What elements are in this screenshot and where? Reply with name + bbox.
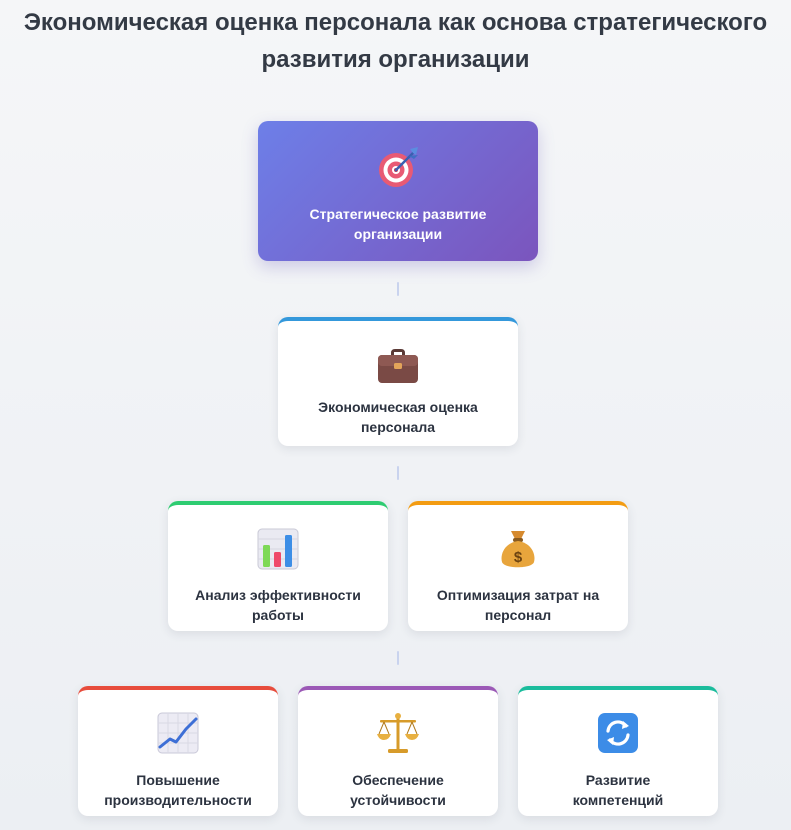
node-label: Повышение производительности bbox=[104, 772, 252, 808]
node-label: Стратегическое развитие организации bbox=[309, 206, 487, 242]
node-productivity: Повышение производительности bbox=[78, 686, 278, 816]
node-economic-evaluation: Экономическая оценка персонала bbox=[278, 317, 518, 446]
bar-chart-icon bbox=[254, 525, 302, 573]
target-icon bbox=[374, 143, 422, 191]
node-label: Обеспечение устойчивости bbox=[350, 772, 446, 808]
node-label: Экономическая оценка персонала bbox=[318, 399, 478, 435]
node-label: Развитие компетенций bbox=[572, 772, 664, 808]
svg-text:$: $ bbox=[514, 549, 523, 566]
connector-line bbox=[397, 466, 399, 480]
money-bag-icon: $ bbox=[494, 525, 542, 573]
briefcase-icon bbox=[374, 341, 422, 389]
node-competencies: Развитие компетенций bbox=[518, 686, 718, 816]
trend-up-icon bbox=[154, 709, 202, 757]
node-stability: Обеспечение устойчивости bbox=[298, 686, 498, 816]
node-strategic-development: Стратегическое развитие организации bbox=[258, 121, 538, 261]
node-performance-analysis: Анализ эффективности работы bbox=[168, 501, 388, 631]
refresh-icon bbox=[594, 709, 642, 757]
node-cost-optimization: $ Оптимизация затрат на персонал bbox=[408, 501, 628, 631]
diagram-title: Экономическая оценка персонала как основ… bbox=[23, 9, 768, 73]
node-label: Анализ эффективности работы bbox=[195, 587, 361, 623]
connector-line bbox=[397, 651, 399, 665]
connector-line bbox=[397, 282, 399, 296]
node-label: Оптимизация затрат на персонал bbox=[436, 587, 600, 623]
balance-scale-icon bbox=[374, 709, 422, 757]
